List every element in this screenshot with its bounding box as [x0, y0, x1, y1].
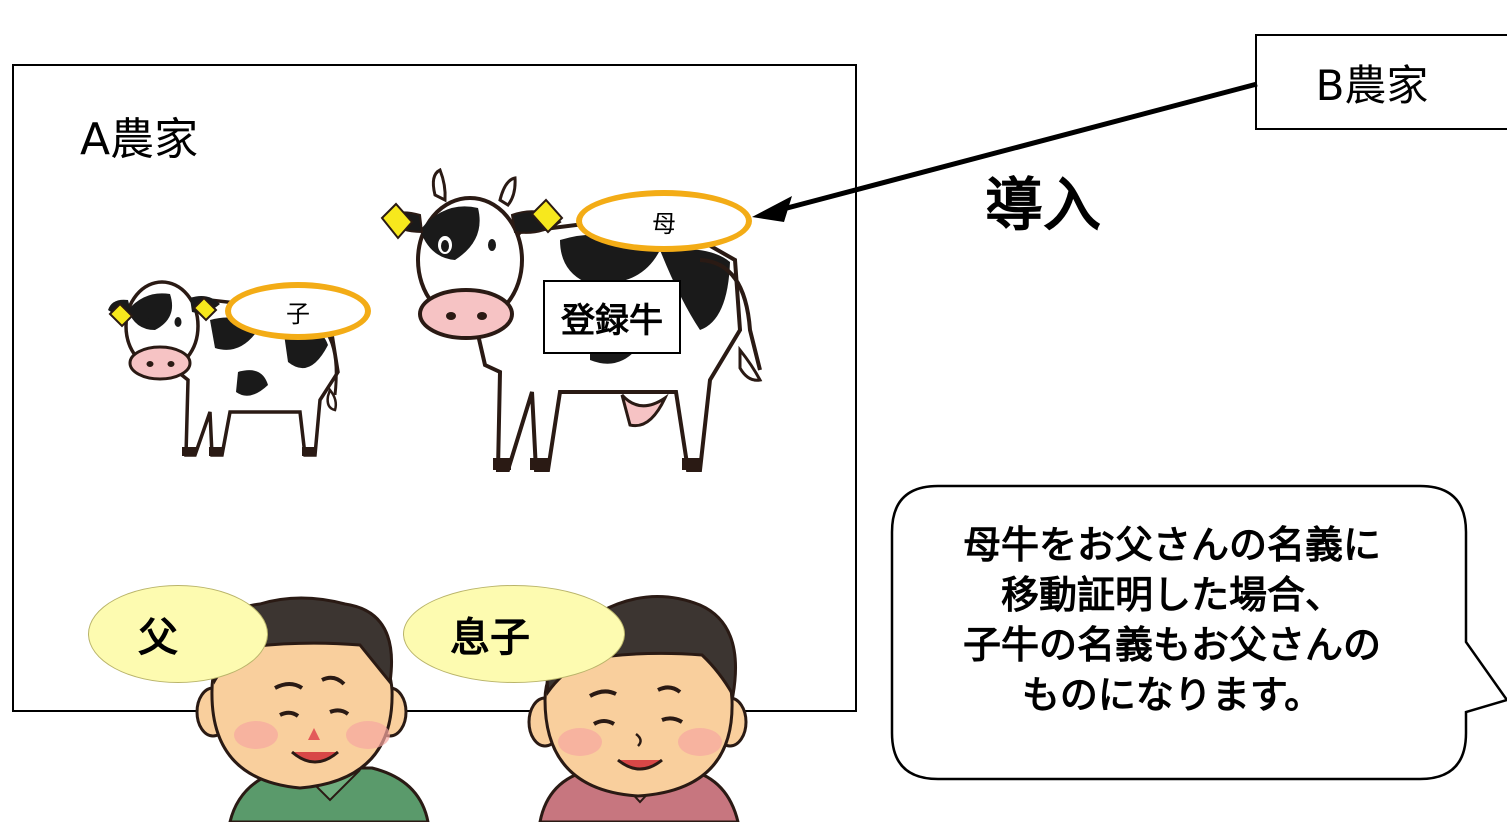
- speech-bubble: [890, 484, 1507, 781]
- mother-cow-tag: 母: [576, 190, 752, 252]
- father-label: 父: [138, 615, 178, 661]
- introduction-arrow: [752, 81, 1258, 222]
- speech-line: 移動証明した場合、: [1000, 573, 1343, 617]
- speech-line: ものになります。: [1021, 673, 1323, 717]
- introduction-label: 導入: [985, 171, 1102, 239]
- father-label-bubble: 父: [88, 585, 268, 683]
- registered-cow-label: 登録牛: [543, 280, 681, 354]
- farm-a-label: A農家: [80, 114, 199, 165]
- calf-tag: 子: [225, 282, 371, 340]
- farm-b-label: B農家: [1315, 60, 1429, 110]
- son-label: 息子: [450, 615, 530, 661]
- calf-tag-label: 子: [286, 299, 310, 328]
- speech-line: 子牛の名義もお父さんの: [962, 623, 1381, 667]
- speech-line: 母牛をお父さんの名義に: [962, 523, 1381, 567]
- son-label-bubble: 息子: [403, 585, 625, 683]
- mother-cow-tag-label: 母: [652, 209, 676, 238]
- speech-bubble-text: 母牛をお父さんの名義に 移動証明した場合、 子牛の名義もお父さんの ものになりま…: [892, 520, 1452, 720]
